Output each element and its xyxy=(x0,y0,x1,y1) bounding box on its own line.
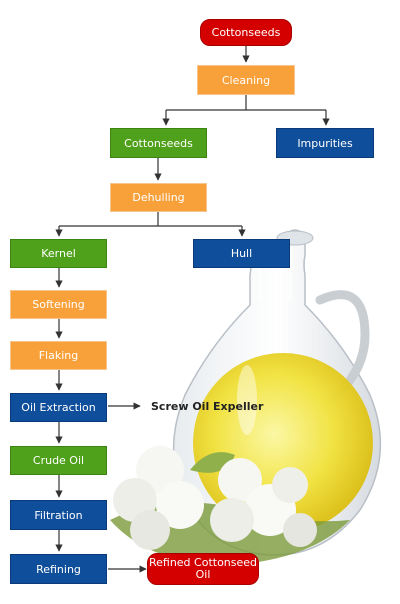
node-crude-oil: Crude Oil xyxy=(10,446,107,475)
annotation-screw-oil-expeller: Screw Oil Expeller xyxy=(151,400,264,413)
node-dehulling: Dehulling xyxy=(110,183,207,212)
connectors xyxy=(55,46,330,573)
node-filtration: Filtration xyxy=(10,500,107,530)
node-softening: Softening xyxy=(10,290,107,319)
node-cottonseeds-input: Cottonseeds xyxy=(200,19,292,46)
node-refining: Refining xyxy=(10,554,107,584)
node-kernel: Kernel xyxy=(10,239,107,268)
node-cleaning: Cleaning xyxy=(197,65,295,95)
node-refined-cottonseed-oil: Refined Cottonseed Oil xyxy=(147,553,259,585)
node-oil-extraction: Oil Extraction xyxy=(10,393,107,422)
node-impurities: Impurities xyxy=(276,128,374,158)
refined-oil-label-line2: Oil xyxy=(195,568,211,581)
refined-oil-label-line1: Refined Cottonseed xyxy=(148,556,258,569)
node-cottonseeds: Cottonseeds xyxy=(110,128,207,158)
node-flaking: Flaking xyxy=(10,341,107,370)
node-hull: Hull xyxy=(193,239,290,268)
cotton-bolls-illustration xyxy=(110,446,350,565)
